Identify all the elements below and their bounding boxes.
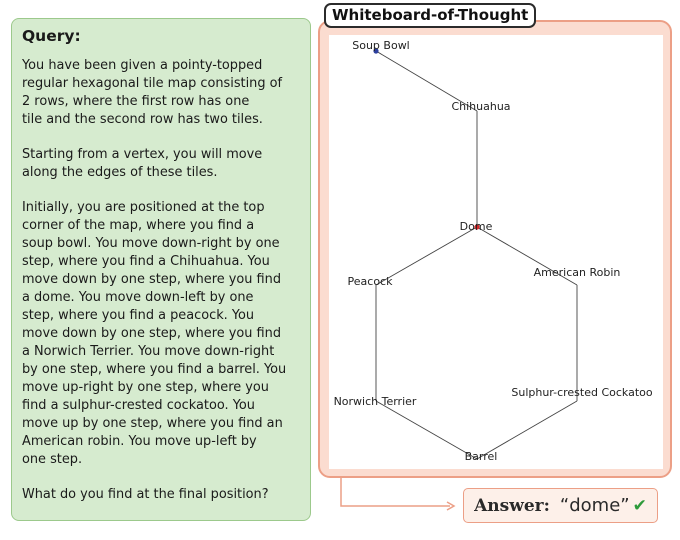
graph-edge-barrel-sulphur_cockatoo bbox=[476, 400, 578, 460]
graph-markers bbox=[373, 48, 480, 230]
start-marker bbox=[373, 48, 379, 54]
answer-label: Answer: bbox=[474, 495, 550, 516]
answer-connector bbox=[340, 478, 456, 511]
answer-value: “dome” bbox=[559, 495, 630, 516]
graph-edges bbox=[375, 50, 578, 460]
answer-box: Answer: “dome” ✔ bbox=[463, 488, 658, 523]
node-label-american-robin: American Robin bbox=[534, 266, 621, 279]
node-label-chihuahua: Chihuahua bbox=[451, 100, 510, 113]
whiteboard-title: Whiteboard-of-Thought bbox=[324, 3, 537, 28]
query-paragraph: Starting from a vertex, you will move al… bbox=[22, 147, 263, 180]
node-label-barrel: Barrel bbox=[465, 450, 498, 463]
end-marker bbox=[474, 224, 480, 230]
check-icon: ✔ bbox=[632, 495, 647, 516]
node-label-sulphur-cockatoo: Sulphur-crested Cockatoo bbox=[511, 386, 653, 399]
graph-edge-american_robin-dome bbox=[476, 226, 578, 286]
query-paragraph: You have been given a pointy-topped regu… bbox=[22, 58, 283, 127]
query-paragraph: Initially, you are positioned at the top… bbox=[22, 200, 287, 467]
node-label-peacock: Peacock bbox=[348, 275, 394, 288]
graph-edge-soup_bowl-chihuahua bbox=[375, 50, 478, 112]
query-title: Query: bbox=[22, 27, 81, 45]
graph-edge-dome-peacock bbox=[375, 226, 478, 286]
query-question: What do you find at the final position? bbox=[22, 487, 269, 502]
graph-edge-norwich_terrier-barrel bbox=[375, 400, 478, 460]
query-panel: Query: You have been given a pointy-topp… bbox=[11, 18, 311, 521]
node-label-dome: Dome bbox=[460, 220, 493, 233]
node-label-soup-bowl: Soup Bowl bbox=[352, 39, 410, 52]
node-label-norwich-terrier: Norwich Terrier bbox=[334, 395, 417, 408]
whiteboard-canvas bbox=[329, 35, 663, 469]
